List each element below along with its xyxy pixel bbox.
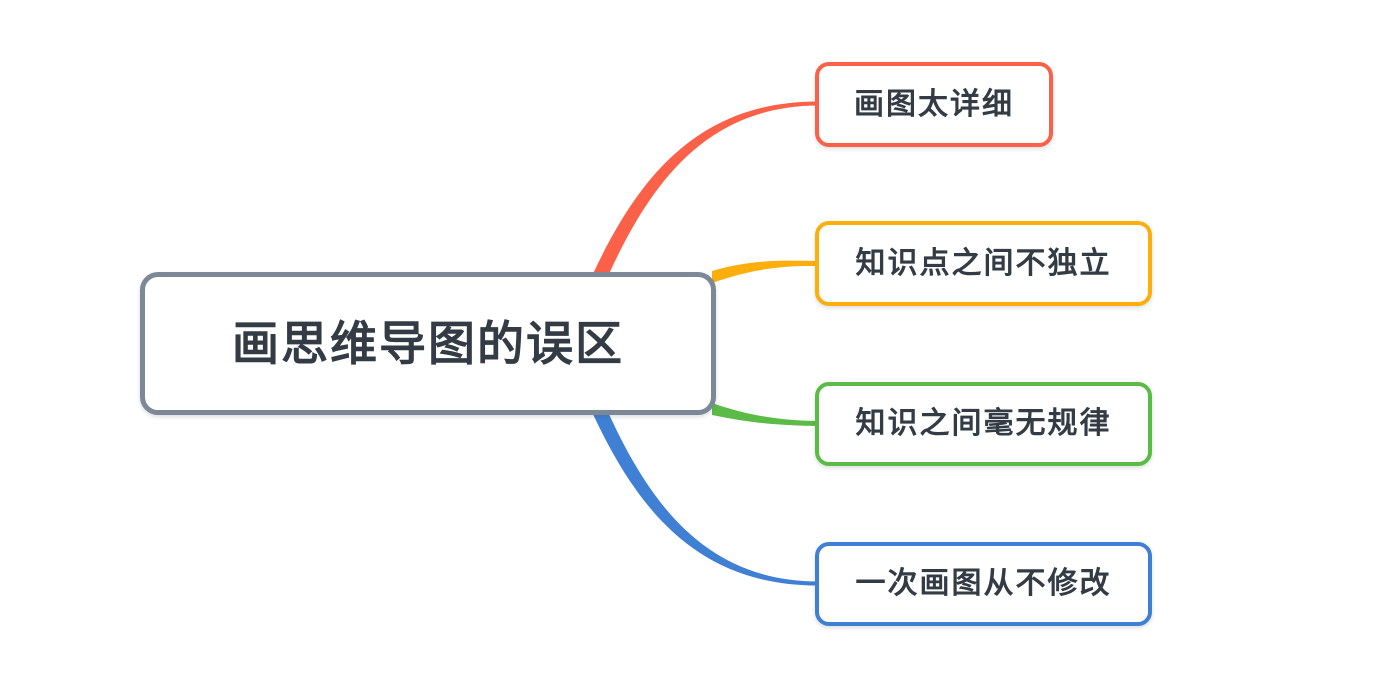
branch-node-draw-too-detailed[interactable]: 画图太详细 <box>815 62 1053 147</box>
connector-branch-bottom-blue <box>592 412 818 586</box>
branch-node-points-not-independent[interactable]: 知识点之间不独立 <box>815 221 1152 306</box>
connector-branch-lower-green <box>712 403 818 426</box>
root-topic-node[interactable]: 画思维导图的误区 <box>140 272 716 415</box>
connector-branch-upper-orange <box>712 260 818 283</box>
branch-label: 知识点之间不独立 <box>855 246 1112 280</box>
branch-label: 知识之间毫无规律 <box>855 407 1112 440</box>
branch-node-no-pattern[interactable]: 知识之间毫无规律 <box>815 382 1152 466</box>
branch-label: 画图太详细 <box>854 87 1014 121</box>
branch-label: 一次画图从不修改 <box>855 567 1112 600</box>
branch-node-never-revise[interactable]: 一次画图从不修改 <box>815 542 1152 626</box>
root-topic-label: 画思维导图的误区 <box>232 317 624 370</box>
connector-branch-top-red <box>592 101 818 276</box>
